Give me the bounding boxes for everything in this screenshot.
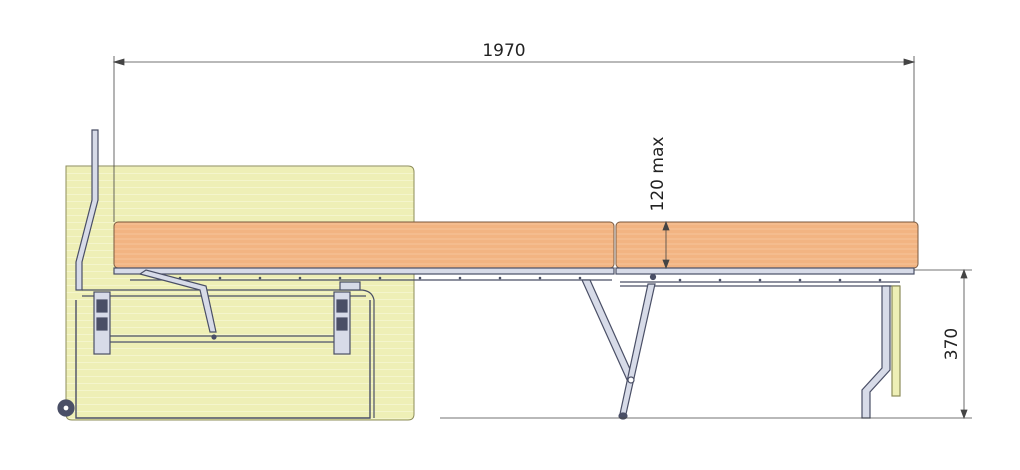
mattress-right xyxy=(615,221,919,269)
slat-rivets xyxy=(178,276,882,282)
dimension-mattress-height: 120 max xyxy=(648,137,668,212)
bed-frame xyxy=(57,129,915,420)
dimension-lines xyxy=(112,56,972,420)
dimension-frame-height: 370 xyxy=(942,328,962,360)
backrest-cushion xyxy=(65,165,415,421)
mattress-left xyxy=(113,221,615,269)
dimension-overall-length: 1970 xyxy=(482,41,525,61)
